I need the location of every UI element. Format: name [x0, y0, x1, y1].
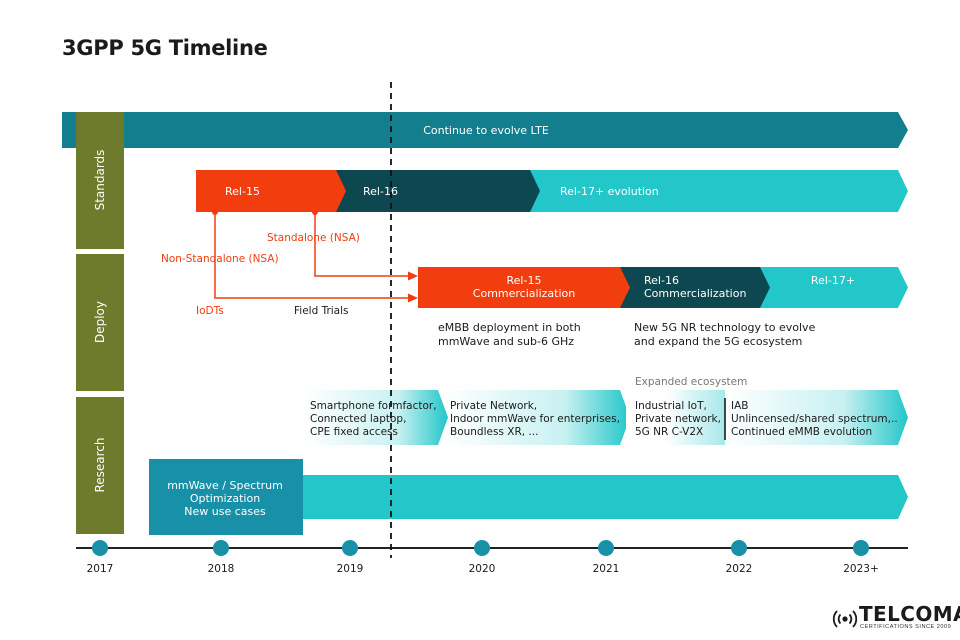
deploy-note-5g-nr-line-1: New 5G NR technology to evolve	[634, 321, 816, 334]
mmwave-box	[149, 459, 303, 535]
timeline-year-2017: 2017	[87, 563, 114, 575]
non-standalone-label: Non-Standalone (NSA)	[161, 253, 279, 265]
research-long-arrow	[300, 475, 908, 519]
rel17-evolution-arrow	[530, 170, 908, 212]
research-box-industrial-iot-text-line-2: Private network,	[635, 413, 721, 425]
timeline-year-2019: 2019	[337, 563, 364, 575]
mmwave-box-text-line-1: mmWave / Spectrum	[167, 479, 283, 492]
timeline-node-2020	[474, 540, 490, 556]
research-box-iab-text-line-3: Continued eMMB evolution	[731, 426, 872, 438]
research-box-industrial-iot-text-line-1: Industrial IoT,	[635, 400, 707, 412]
research-box-smartphone-text-line-2: Connected laptop,	[310, 413, 406, 425]
row-label-standards	[76, 112, 124, 249]
row-label-deploy	[76, 254, 124, 391]
timeline-node-2019	[342, 540, 358, 556]
research-box-iab	[725, 390, 908, 445]
logo-tagline: CERTIFICATIONS SINCE 2009	[860, 624, 952, 630]
deploy-note-5g-nr-line-2: and expand the 5G ecosystem	[634, 335, 802, 348]
signal-antenna-icon	[832, 610, 858, 628]
mmwave-box-text-line-3: New use cases	[184, 505, 266, 518]
rel15-arrow	[196, 170, 346, 212]
row-label-deploy-text: Deploy	[93, 301, 107, 343]
rel15-label: Rel-15	[225, 185, 260, 198]
non-standalone-connector	[214, 212, 410, 299]
timeline-node-2021	[598, 540, 614, 556]
deploy-rel15-label-line-1: Rel-15	[507, 274, 542, 287]
rel16-label: Rel-16	[363, 185, 398, 198]
standalone-label: Standalone (NSA)	[267, 232, 360, 244]
row-label-research-text: Research	[93, 437, 107, 492]
timeline-year-2020: 2020	[469, 563, 496, 575]
timeline-node-2022	[731, 540, 747, 556]
row-label-research	[76, 397, 124, 534]
timeline-node-2018	[213, 540, 229, 556]
deploy-rel16-label-line-2: Commercialization	[644, 287, 746, 300]
deploy-rel15-label-line-2: Commercialization	[473, 287, 575, 300]
deploy-rel16-arrow	[620, 267, 770, 308]
deploy-rel15-arrow	[418, 267, 630, 308]
standalone-connector	[314, 212, 410, 277]
deploy-rel16-label-line-1: Rel-16	[644, 274, 679, 287]
non-standalone-dot	[212, 209, 218, 215]
iodts-label: IoDTs	[196, 305, 224, 317]
timeline-node-2017	[92, 540, 108, 556]
research-box-smartphone-text-line-1: Smartphone formfactor,	[310, 400, 437, 412]
rel16-arrow	[336, 170, 540, 212]
timeline-year-2018: 2018	[208, 563, 235, 575]
research-box-smartphone-text-line-3: CPE fixed access	[310, 426, 398, 438]
expanded-ecosystem-label: Expanded ecosystem	[635, 376, 747, 388]
telcoma-logo: TELCOMA CERTIFICATIONS SINCE 2009	[832, 602, 960, 634]
row-label-standards-text: Standards	[93, 150, 107, 211]
mmwave-box-text-line-2: Optimization	[190, 492, 260, 505]
lte-label: Continue to evolve LTE	[423, 124, 549, 137]
logo-name: TELCOMA	[859, 602, 960, 626]
deploy-rel17-label: Rel-17+	[811, 274, 855, 287]
field-trials-label: Field Trials	[294, 305, 349, 317]
research-box-iab-text-line-1: IAB	[731, 400, 748, 412]
standalone-arrowhead	[408, 271, 418, 281]
research-box-iab-text-line-2: Unlincensed/shared spectrum,..	[731, 413, 898, 425]
non-standalone-arrowhead	[408, 293, 418, 303]
standalone-dot	[312, 209, 318, 215]
deploy-rel17-arrow	[760, 267, 908, 308]
timeline-year-2022: 2022	[726, 563, 753, 575]
timeline-year-2023+: 2023+	[843, 563, 879, 575]
research-box-private-network-text-line-2: Indoor mmWave for enterprises,	[450, 413, 620, 425]
timeline-node-2023+	[853, 540, 869, 556]
research-box-industrial-iot	[626, 390, 725, 445]
rel17-evolution-label: Rel-17+ evolution	[560, 185, 659, 198]
research-box-industrial-iot-text-line-3: 5G NR C-V2X	[635, 426, 703, 438]
lte-arrow	[124, 112, 908, 148]
research-box-private-network	[444, 390, 630, 445]
page-title: 3GPP 5G Timeline	[62, 36, 268, 60]
timeline-year-2021: 2021	[593, 563, 620, 575]
research-box-private-network-text-line-1: Private Network,	[450, 400, 537, 412]
research-box-smartphone	[306, 390, 448, 445]
deploy-note-embb-line-1: eMBB deployment in both	[438, 321, 581, 334]
deploy-note-embb-line-2: mmWave and sub-6 GHz	[438, 335, 574, 348]
research-box-private-network-text-line-3: Boundless XR, ...	[450, 426, 538, 438]
